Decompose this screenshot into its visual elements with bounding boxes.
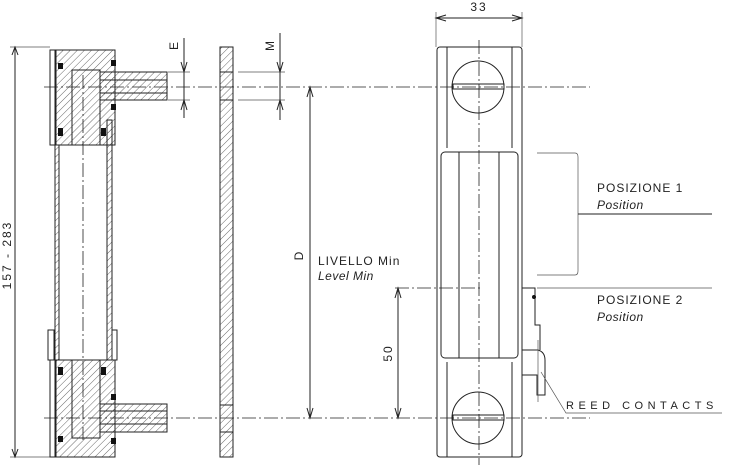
reed-switch (522, 287, 722, 414)
front-view (436, 40, 523, 465)
overall-length-label: 157 - 283 (0, 221, 14, 290)
d-label: D (292, 250, 306, 261)
width-label: 33 (470, 0, 487, 14)
position-1-bracket (537, 152, 712, 276)
plate-view (219, 46, 234, 458)
position-2-label-it: POSIZIONE 2 (597, 293, 683, 307)
width-dimension: 33 (434, 0, 524, 47)
e-dimension: E (167, 38, 190, 118)
fifty-label: 50 (381, 344, 395, 361)
m-dimension: M (238, 33, 285, 120)
level-min-label-en: Level Min (318, 269, 374, 283)
level-min-label-it: LIVELLO Min (318, 254, 400, 268)
section-view (47, 49, 168, 458)
overall-length-dimension: 157 - 283 (0, 45, 50, 459)
e-label: E (167, 40, 181, 50)
fifty-dimension: 50 (381, 286, 402, 420)
position-1-label-en: Position (597, 198, 644, 212)
d-dimension: D (292, 85, 314, 420)
reed-contacts-label: REED CONTACTS (566, 400, 718, 412)
position-2-label-en: Position (597, 310, 644, 324)
position-1-label-it: POSIZIONE 1 (597, 181, 683, 195)
m-label: M (263, 39, 277, 51)
